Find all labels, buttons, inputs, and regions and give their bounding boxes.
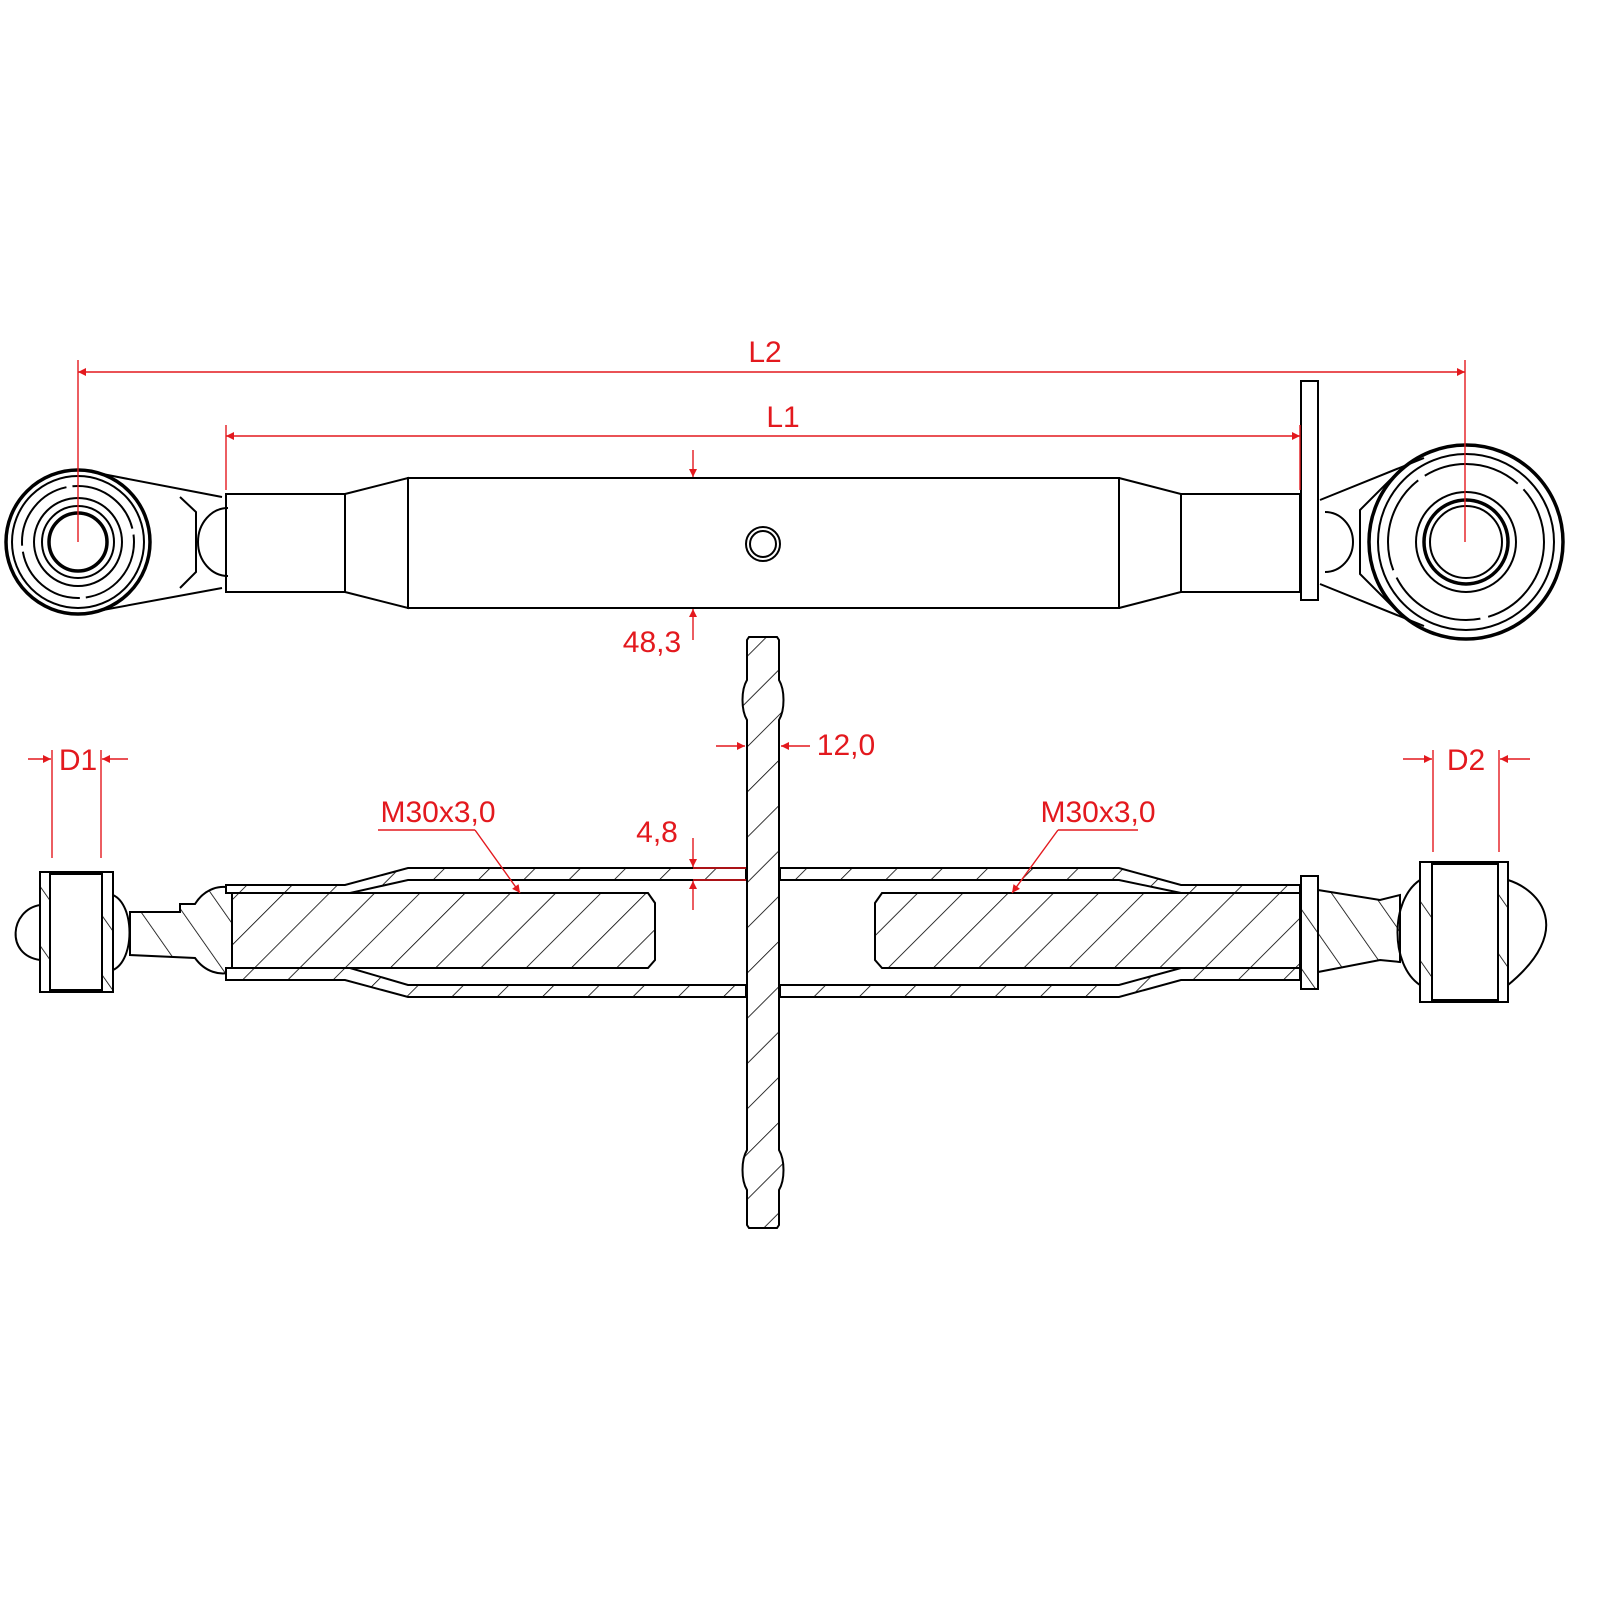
right-ball-eye bbox=[1319, 443, 1565, 641]
dim-d2-label: D2 bbox=[1447, 744, 1485, 777]
dim-handle-diameter-label: 12,0 bbox=[817, 729, 875, 762]
top-view: L2 L1 48,3 bbox=[4, 336, 1565, 659]
right-end-section bbox=[1317, 861, 1548, 1003]
tube-body bbox=[225, 380, 1319, 610]
thread-right-label: M30x3,0 bbox=[1040, 796, 1155, 829]
thread-left-label: M30x3,0 bbox=[380, 796, 495, 829]
dim-l2-label: L2 bbox=[748, 336, 781, 369]
dim-d1-label: D1 bbox=[59, 744, 97, 777]
left-end-section bbox=[14, 871, 233, 993]
left-threaded-rod bbox=[231, 892, 656, 969]
handle-hole bbox=[745, 526, 781, 562]
dim-wall-thickness-label: 4,8 bbox=[636, 816, 678, 849]
tommy-bar bbox=[741, 636, 785, 1229]
lock-nut bbox=[1300, 380, 1319, 601]
dim-l1-label: L1 bbox=[766, 401, 799, 434]
dim-tube-diameter-label: 48,3 bbox=[623, 626, 681, 659]
left-ball-eye bbox=[4, 468, 229, 616]
right-threaded-rod bbox=[874, 892, 1301, 969]
section-view: D1 D2 12,0 4,8 M30x3,0 M30x3,0 bbox=[14, 636, 1548, 1229]
